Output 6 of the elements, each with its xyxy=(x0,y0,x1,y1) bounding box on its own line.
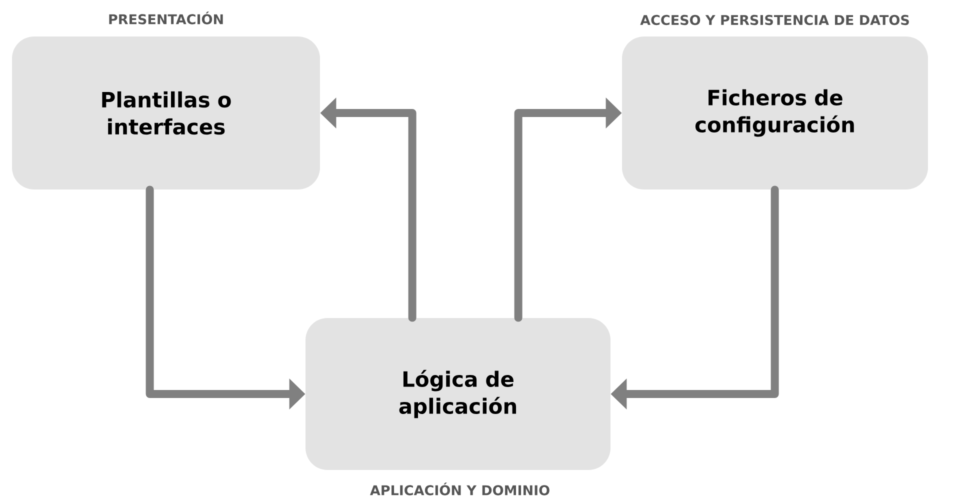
group-heading: ACCESO Y PERSISTENCIA DE DATOS xyxy=(640,14,909,26)
process-box: Plantillas o interfaces xyxy=(12,36,320,190)
group-heading: PRESENTACIÓN xyxy=(109,12,223,24)
group-heading: APLICACIÓN Y DOMINIO xyxy=(370,482,550,496)
process-box: Ficheros de configuración xyxy=(622,36,928,190)
process-box: Lógica de aplicación xyxy=(306,318,610,470)
